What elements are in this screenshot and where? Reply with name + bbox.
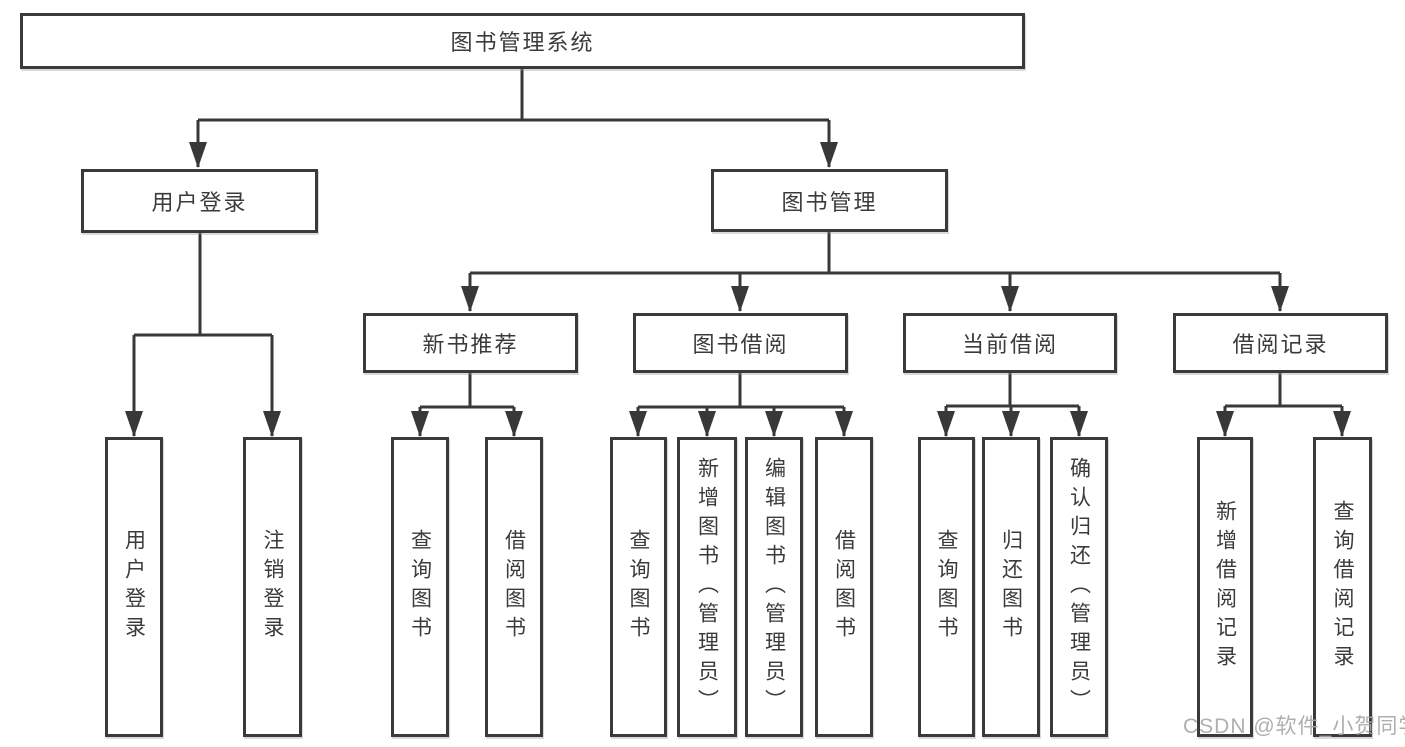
arrowhead xyxy=(835,411,853,437)
arrowhead xyxy=(820,142,838,168)
node-label: 借阅记录 xyxy=(1232,332,1329,357)
node-user-login-leaf: 用户登录 xyxy=(105,437,163,737)
arrowhead xyxy=(1216,411,1234,437)
node-add-borrow-record: 新增借阅记录 xyxy=(1197,437,1253,737)
node-label: 查询图书 xyxy=(627,529,650,645)
arrowhead xyxy=(125,411,143,437)
arrowheads xyxy=(125,142,1351,437)
connector-borrow-records-group xyxy=(1223,373,1344,436)
node-edit-book-admin: 编辑图书（管理员） xyxy=(745,437,803,737)
node-label: 用户登录 xyxy=(122,529,146,645)
node-logout-login: 注销登录 xyxy=(243,437,302,737)
node-book-management: 图书管理 xyxy=(711,169,948,232)
node-label: 编辑图书（管理员） xyxy=(762,456,786,718)
node-label: 新书推荐 xyxy=(422,332,519,357)
node-return-book: 归还图书 xyxy=(982,437,1040,737)
node-query-book: 查询图书 xyxy=(610,437,667,737)
node-user-login: 用户登录 xyxy=(81,169,318,233)
arrowhead xyxy=(629,411,647,437)
arrowhead xyxy=(1070,411,1088,437)
connector-lines xyxy=(132,69,1344,436)
arrowhead xyxy=(731,286,749,312)
node-label: 当前借阅 xyxy=(961,332,1058,357)
node-book-borrow: 图书借阅 xyxy=(633,313,848,373)
arrowhead xyxy=(189,142,207,168)
arrowhead xyxy=(1002,411,1020,437)
arrowhead xyxy=(698,411,716,437)
arrowhead xyxy=(1001,286,1019,312)
node-label: 图书管理系统 xyxy=(450,30,595,55)
node-query-borrow-record: 查询借阅记录 xyxy=(1313,437,1372,737)
connector-root-to-level1 xyxy=(196,69,831,167)
arrowhead xyxy=(1333,411,1351,437)
node-current-borrow: 当前借阅 xyxy=(903,313,1117,373)
arrowhead xyxy=(263,411,281,437)
node-label: 新增图书（管理员） xyxy=(695,456,719,718)
node-label: 查询图书 xyxy=(408,529,432,645)
node-add-book-admin: 新增图书（管理员） xyxy=(677,437,737,737)
arrowhead xyxy=(1271,286,1289,312)
node-label: 注销登录 xyxy=(261,529,284,645)
node-label: 确认归还（管理员） xyxy=(1067,456,1091,718)
node-label: 用户登录 xyxy=(151,190,248,215)
arrowhead xyxy=(505,411,523,437)
node-label: 借阅图书 xyxy=(832,529,856,645)
node-borrow-records: 借阅记录 xyxy=(1173,313,1388,373)
arrowhead xyxy=(765,411,783,437)
node-query-book: 查询图书 xyxy=(918,437,975,737)
arrowhead xyxy=(461,286,479,312)
connector-book-management-group xyxy=(468,232,1282,311)
node-label: 图书借阅 xyxy=(692,332,789,357)
connector-user-login-group xyxy=(132,233,274,436)
node-borrow-book: 借阅图书 xyxy=(815,437,873,737)
connector-new-books-group xyxy=(418,373,516,436)
node-label: 借阅图书 xyxy=(502,529,526,645)
csdn-watermark: CSDN @软件_小贺同学 xyxy=(1183,715,1405,738)
node-borrow-book: 借阅图书 xyxy=(485,437,543,737)
node-confirm-return-admin: 确认归还（管理员） xyxy=(1050,437,1108,737)
arrowhead xyxy=(937,411,955,437)
node-label: 查询借阅记录 xyxy=(1331,500,1354,674)
connector-book-borrow-group xyxy=(636,373,846,436)
arrowhead xyxy=(411,411,429,437)
node-library-management-system: 图书管理系统 xyxy=(20,13,1025,69)
node-new-book-recommend: 新书推荐 xyxy=(363,313,578,373)
node-label: 归还图书 xyxy=(999,529,1023,645)
node-query-book: 查询图书 xyxy=(391,437,449,737)
node-label: 新增借阅记录 xyxy=(1213,500,1237,674)
node-label: 图书管理 xyxy=(781,189,878,215)
node-label: 查询图书 xyxy=(935,529,958,645)
